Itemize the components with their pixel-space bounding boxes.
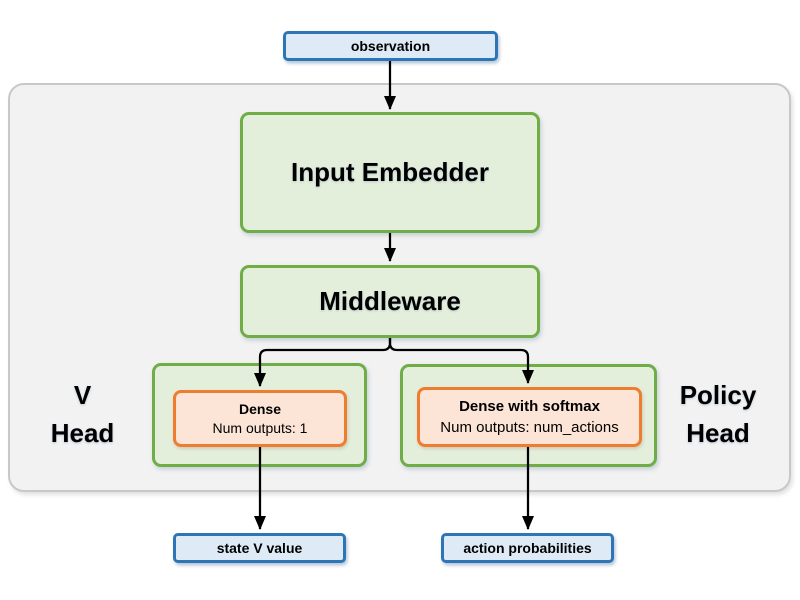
policy-head-label-line1: Policy (679, 380, 757, 410)
node-middleware-label: Middleware (319, 286, 461, 316)
node-state-v-value: state V value (173, 533, 346, 563)
v-head-label-line1: V (73, 380, 92, 410)
node-middleware: Middleware (240, 265, 540, 338)
policy-head-label-line2: Head (686, 418, 750, 448)
node-v-dense-subtitle: Num outputs: 1 (212, 419, 308, 436)
node-v-dense-title: Dense (238, 400, 282, 417)
node-state-v-value-label: state V value (216, 540, 303, 556)
node-action-probabilities-label: action probabilities (463, 540, 592, 556)
node-observation-label: observation (350, 38, 431, 54)
node-policy-dense-title: Dense with softmax (459, 398, 600, 415)
node-input-embedder: Input Embedder (240, 112, 540, 233)
policy-head-label: Policy Head (658, 376, 778, 452)
node-policy-dense: Dense with softmax Num outputs: num_acti… (417, 387, 642, 447)
v-head-label: V Head (25, 376, 140, 452)
node-v-dense: Dense Num outputs: 1 (173, 390, 347, 447)
node-policy-dense-subtitle: Num outputs: num_actions (440, 419, 619, 436)
node-action-probabilities: action probabilities (441, 533, 614, 563)
v-head-label-line2: Head (50, 418, 115, 448)
node-input-embedder-label: Input Embedder (291, 157, 489, 187)
node-observation: observation (283, 31, 498, 61)
